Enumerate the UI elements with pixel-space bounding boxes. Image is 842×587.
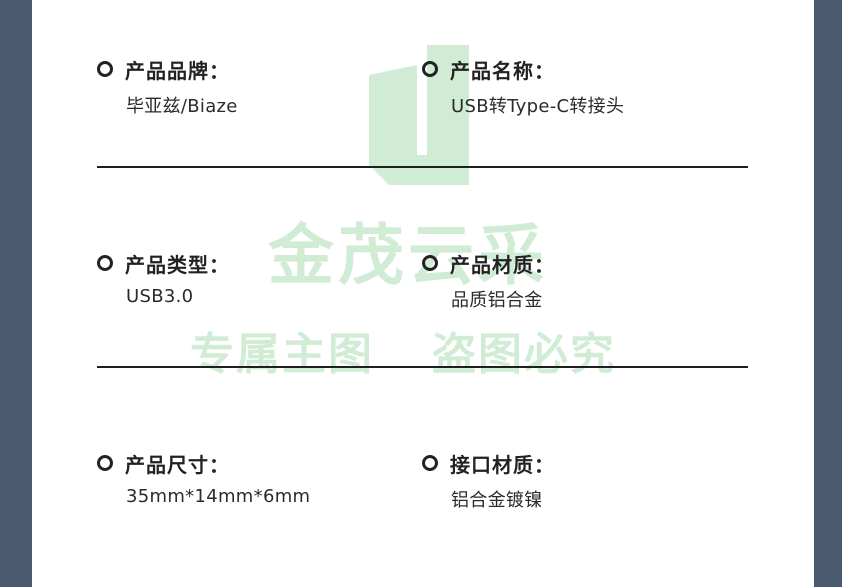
spec-label: 产品品牌： bbox=[125, 58, 230, 83]
bullet-icon bbox=[97, 255, 113, 271]
bullet-icon bbox=[97, 61, 113, 77]
watermark-right-text: 盗图必究 bbox=[432, 329, 616, 380]
bullet-icon bbox=[422, 61, 438, 77]
spec-label: 产品尺寸： bbox=[125, 452, 230, 477]
spec-value: 品质铝合金 bbox=[451, 290, 543, 311]
divider bbox=[97, 166, 748, 168]
spec-item-material: 产品材质： 品质铝合金 bbox=[422, 250, 722, 312]
bullet-icon bbox=[422, 455, 438, 471]
spec-value: USB3.0 bbox=[126, 286, 194, 307]
divider bbox=[97, 366, 748, 368]
spec-value: 毕亚兹/Biaze bbox=[126, 96, 238, 117]
spec-label: 产品名称： bbox=[450, 58, 555, 83]
spec-label: 产品类型： bbox=[125, 252, 230, 277]
spec-item-name: 产品名称： USB转Type-C转接头 bbox=[422, 56, 722, 118]
spec-item-type: 产品类型： USB3.0 bbox=[97, 250, 397, 307]
spec-value: 铝合金镀镍 bbox=[451, 490, 543, 511]
spec-value: 35mm*14mm*6mm bbox=[126, 486, 311, 507]
spec-card: 金茂云采 专属主图盗图必究 产品品牌： 毕亚兹/Biaze 产品名称： USB转… bbox=[32, 0, 814, 587]
bullet-icon bbox=[422, 255, 438, 271]
spec-label: 产品材质： bbox=[450, 252, 555, 277]
spec-label: 接口材质： bbox=[450, 452, 555, 477]
bullet-icon bbox=[97, 455, 113, 471]
spec-item-interface-material: 接口材质： 铝合金镀镍 bbox=[422, 450, 722, 512]
spec-item-brand: 产品品牌： 毕亚兹/Biaze bbox=[97, 56, 397, 118]
watermark-notice: 专属主图 盗图必究 bbox=[190, 318, 616, 382]
spec-item-size: 产品尺寸： 35mm*14mm*6mm bbox=[97, 450, 397, 507]
spec-value: USB转Type-C转接头 bbox=[451, 96, 625, 117]
watermark-left-text: 专属主图 bbox=[190, 329, 374, 380]
